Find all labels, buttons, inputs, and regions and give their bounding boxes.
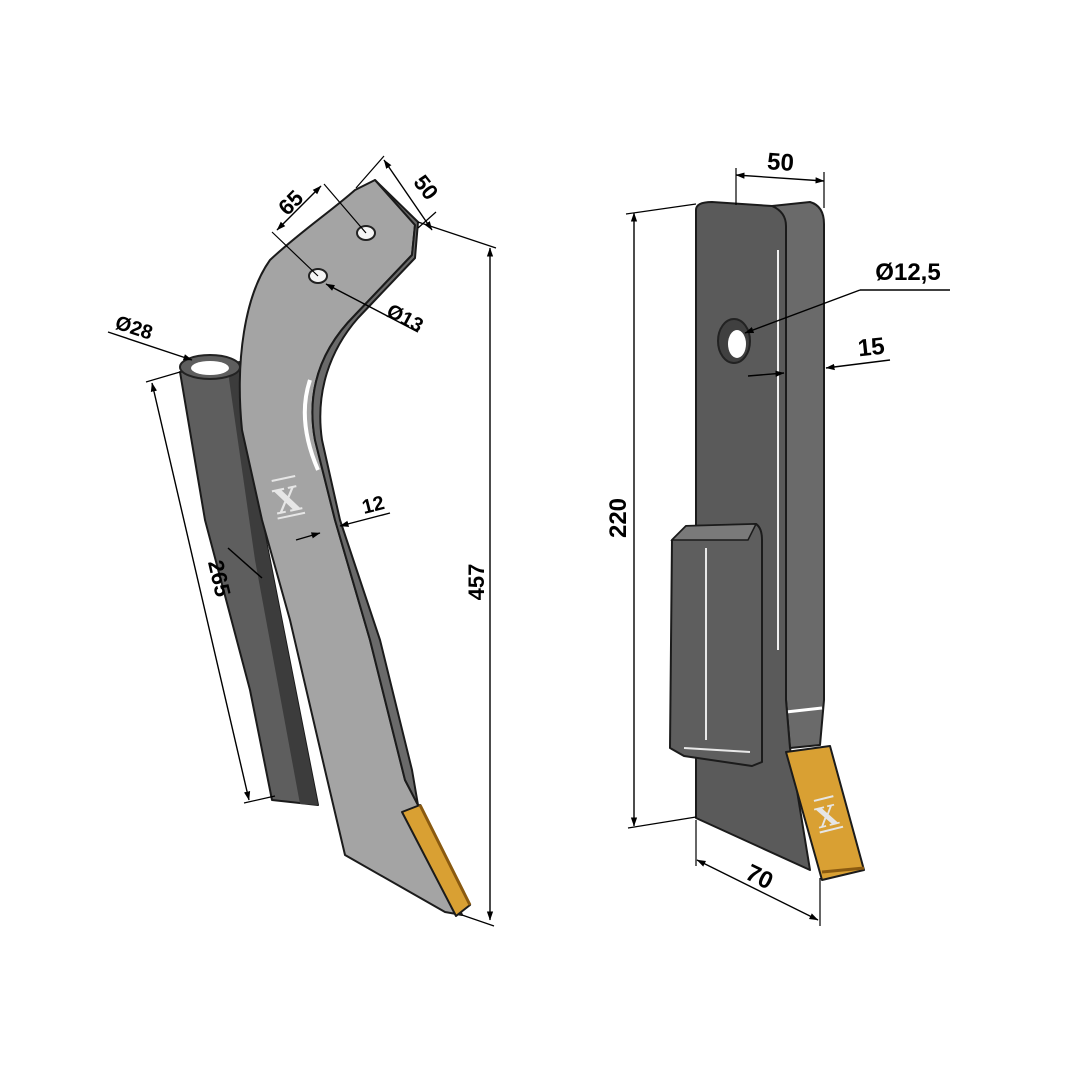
carbide-tip-edge <box>418 804 472 906</box>
shoe-bottom-edge <box>683 747 751 753</box>
dim-width-top-right: 50 <box>766 148 795 177</box>
dim-hole-diameter-left: Ø13 <box>383 300 427 337</box>
shoe-block-top <box>670 523 758 541</box>
mount-hole-bore <box>728 330 746 358</box>
dim-height-right: 220 <box>605 498 632 538</box>
dim-total-height: 457 <box>464 564 489 601</box>
dim-thickness-left: 12 <box>360 492 387 519</box>
dim-width-top-left: 50 <box>409 170 444 205</box>
right-tine-view: X 50 Ø12,5 15 220 70 <box>605 148 950 926</box>
blade-inner-highlight <box>302 379 320 471</box>
plate-side-highlight <box>785 706 823 714</box>
blade-body <box>238 179 463 916</box>
dim-thickness-right: 15 <box>857 333 886 363</box>
dim-hole-diameter-right: Ø12,5 <box>875 259 940 286</box>
tube-bore <box>191 361 229 375</box>
left-tine-view: X 65 50 Ø13 Ø28 12 265 457 <box>107 155 497 927</box>
shoe-block <box>669 523 763 767</box>
dim-hole-spacing: 65 <box>273 185 308 220</box>
carbide-tip-right-edge <box>821 866 865 874</box>
dim-width-bottom: 70 <box>741 859 777 895</box>
dim-tube-diameter: Ø28 <box>112 312 155 345</box>
carbide-tip-right <box>785 745 865 881</box>
